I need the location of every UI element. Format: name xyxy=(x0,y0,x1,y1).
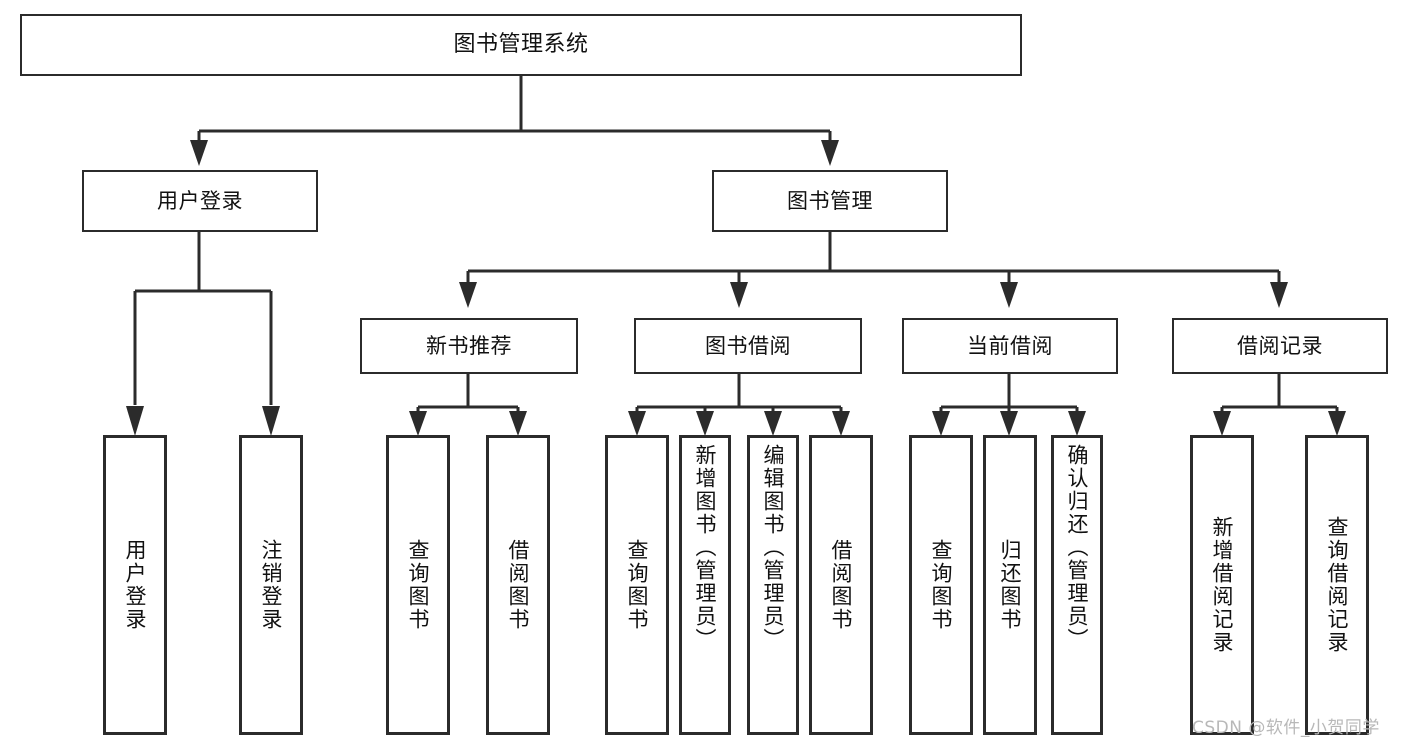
node-label: 编辑图书（管理员） xyxy=(761,444,786,651)
node-label: 借阅图书 xyxy=(506,539,531,631)
node-label: 用户登录 xyxy=(157,188,243,213)
node-label: 查询图书 xyxy=(929,539,954,631)
node-label: 当前借阅 xyxy=(967,333,1053,358)
node-book-management[interactable]: 图书管理 xyxy=(712,170,948,232)
leaf-record-add-record[interactable]: 新增借阅记录 xyxy=(1190,435,1254,735)
node-label: 借阅记录 xyxy=(1237,333,1323,358)
node-label: 查询图书 xyxy=(625,539,650,631)
leaf-recommend-borrow-book[interactable]: 借阅图书 xyxy=(486,435,550,735)
csdn-watermark: CSDN @软件_小贺同学 xyxy=(1192,718,1380,738)
node-borrow-record[interactable]: 借阅记录 xyxy=(1172,318,1388,374)
node-label: 新增图书（管理员） xyxy=(693,444,718,651)
node-label: 新增借阅记录 xyxy=(1210,516,1235,654)
node-label: 查询图书 xyxy=(406,539,431,631)
node-label: 图书借阅 xyxy=(705,333,791,358)
node-label: 图书管理 xyxy=(787,188,873,213)
node-current-borrow[interactable]: 当前借阅 xyxy=(902,318,1118,374)
node-label: 新书推荐 xyxy=(426,333,512,358)
leaf-user-login[interactable]: 用户登录 xyxy=(103,435,167,735)
leaf-current-search-book[interactable]: 查询图书 xyxy=(909,435,973,735)
node-label: 确认归还（管理员） xyxy=(1065,444,1090,651)
leaf-borrow-add-book-admin[interactable]: 新增图书（管理员） xyxy=(679,435,731,735)
leaf-borrow-search-book[interactable]: 查询图书 xyxy=(605,435,669,735)
node-new-book-recommend[interactable]: 新书推荐 xyxy=(360,318,578,374)
node-label: 图书管理系统 xyxy=(453,32,589,58)
node-label: 查询借阅记录 xyxy=(1325,516,1350,654)
leaf-borrow-edit-book-admin[interactable]: 编辑图书（管理员） xyxy=(747,435,799,735)
node-user-login[interactable]: 用户登录 xyxy=(82,170,318,232)
node-label: 归还图书 xyxy=(998,539,1023,631)
leaf-recommend-search-book[interactable]: 查询图书 xyxy=(386,435,450,735)
node-root-system[interactable]: 图书管理系统 xyxy=(20,14,1022,76)
leaf-record-search-record[interactable]: 查询借阅记录 xyxy=(1305,435,1369,735)
leaf-user-logout[interactable]: 注销登录 xyxy=(239,435,303,735)
node-label: 用户登录 xyxy=(123,539,148,631)
node-label: 注销登录 xyxy=(259,539,284,631)
leaf-borrow-borrow-book[interactable]: 借阅图书 xyxy=(809,435,873,735)
node-book-borrow[interactable]: 图书借阅 xyxy=(634,318,862,374)
node-label: 借阅图书 xyxy=(829,539,854,631)
leaf-current-confirm-return-admin[interactable]: 确认归还（管理员） xyxy=(1051,435,1103,735)
leaf-current-return-book[interactable]: 归还图书 xyxy=(983,435,1037,735)
